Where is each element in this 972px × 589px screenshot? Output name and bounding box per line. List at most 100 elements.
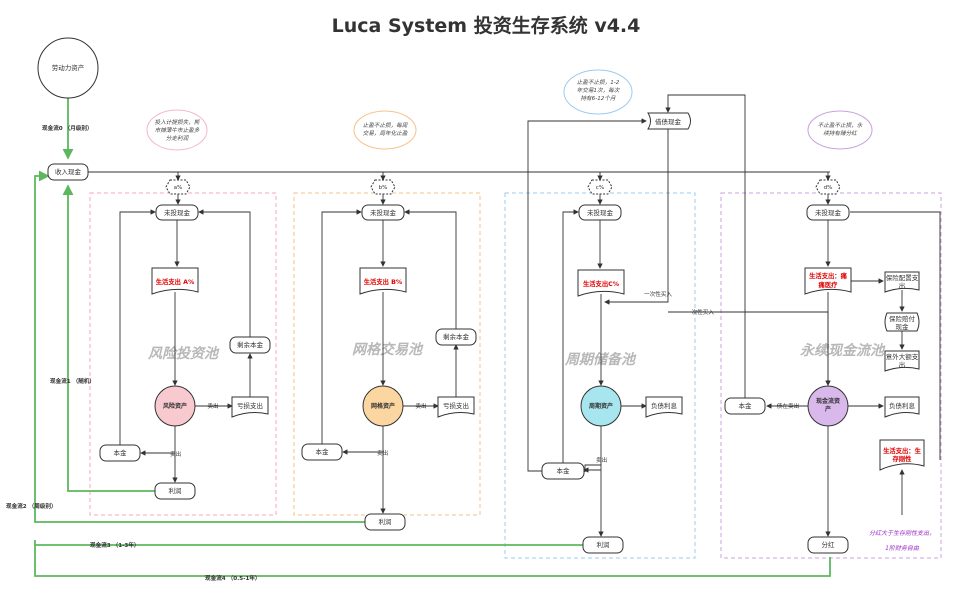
cashflow4-label: 现金流4 （0.5-1年） — [205, 574, 261, 582]
pool-risk-nodes: 未投现金 生活支出 A% 风险资产 卖出 亏损支出 剩余本金 卖出 本金 利润 — [99, 194, 271, 500]
svg-text:市摊薄牛市止盈多: 市摊薄牛市止盈多 — [155, 127, 200, 134]
svg-text:生活支出C%: 生活支出C% — [583, 279, 620, 288]
svg-text:生活支出：痛: 生活支出：痛 — [809, 271, 847, 280]
dividend-node — [807, 536, 849, 554]
svg-text:一次性买入: 一次性买入 — [686, 308, 714, 316]
svg-text:负债利息: 负债利息 — [889, 401, 916, 410]
svg-text:卖出: 卖出 — [377, 449, 388, 457]
svg-text:亏损支出: 亏损支出 — [443, 401, 469, 410]
expense-node-grid — [359, 267, 407, 295]
svg-text:利润: 利润 — [597, 540, 610, 549]
pool-name-grid: 网格交易池 — [352, 341, 424, 358]
cashflow2-label: 现金流2 （周级别） — [6, 502, 57, 510]
svg-text:年交易1次，每次: 年交易1次，每次 — [577, 87, 621, 94]
loss-node-risk — [231, 396, 269, 418]
labor-asset-label: 劳动力资产 — [52, 63, 85, 72]
note-cloud-cycle: 止盈不止损，1-2 年交易1次，每次 持有6-12个月 — [563, 69, 633, 115]
svg-text:止盈不止损，每周: 止盈不止损，每周 — [363, 122, 409, 129]
svg-text:剩余本金: 剩余本金 — [237, 340, 264, 349]
svg-text:利润: 利润 — [169, 486, 182, 495]
income-cash-node — [47, 163, 89, 181]
svg-text:未投现金: 未投现金 — [815, 208, 842, 217]
profit-node-cycle — [582, 536, 624, 554]
svg-text:亏损支出: 亏损支出 — [237, 401, 263, 410]
svg-text:出: 出 — [899, 281, 906, 290]
svg-text:利润: 利润 — [379, 517, 392, 526]
svg-text:卖出: 卖出 — [415, 402, 426, 410]
pct-label-perpetual: d% — [824, 185, 833, 191]
loss-node-grid — [437, 396, 475, 418]
svg-text:意外大额支: 意外大额支 — [886, 352, 919, 361]
cashflow4-line — [34, 540, 831, 577]
accident-expense-node — [884, 350, 920, 372]
pct-node-perpetual — [815, 179, 841, 195]
expense-node-risk — [151, 267, 199, 295]
svg-text:一次性买入: 一次性买入 — [644, 290, 672, 298]
pool-name-cycle: 周期储备池 — [564, 351, 637, 368]
svg-text:本金: 本金 — [114, 448, 128, 457]
svg-text:产: 产 — [825, 405, 831, 413]
svg-text:止盈不止损，1-2: 止盈不止损，1-2 — [577, 79, 620, 86]
insurance-payout-node — [884, 312, 920, 332]
note-cloud-risk: 投入计提损失，熊 市摊薄牛市止盈多 分走利润 — [146, 109, 208, 151]
svg-text:卖出: 卖出 — [596, 456, 607, 464]
debt-cash-node — [647, 112, 691, 130]
svg-text:负债利息: 负债利息 — [651, 401, 678, 410]
profit-node-grid — [364, 513, 406, 531]
cashflow1-line — [62, 184, 155, 492]
svg-text:出: 出 — [899, 360, 906, 369]
svg-text:生活支出 A%: 生活支出 A% — [156, 277, 195, 286]
svg-text:存刚性: 存刚性 — [893, 454, 913, 463]
svg-text:保险赔付: 保险赔付 — [889, 314, 916, 323]
svg-text:现金: 现金 — [896, 322, 910, 331]
pct-node-cycle — [587, 179, 613, 195]
pct-label-grid: b% — [379, 185, 388, 191]
income-cash-label: 收入现金 — [55, 167, 82, 176]
labor-asset-node — [37, 37, 99, 99]
svg-text:债在卖出: 债在卖出 — [777, 402, 799, 410]
pool-cycle-nodes: 未投现金 生活支出C% 周期资产 负债利息 卖出 本金 利润 — [527, 118, 683, 554]
svg-text:风险资产: 风险资产 — [163, 402, 187, 410]
svg-text:保险配置支: 保险配置支 — [886, 273, 919, 282]
svg-text:续持有赚分红: 续持有赚分红 — [823, 130, 858, 137]
debt-interest-node-cycle — [645, 396, 683, 418]
svg-text:持有6-12个月: 持有6-12个月 — [580, 95, 615, 102]
svg-text:痛医疗: 痛医疗 — [819, 280, 839, 289]
svg-text:借债现金: 借债现金 — [655, 117, 682, 126]
profit-node-risk — [154, 482, 196, 500]
svg-text:本金: 本金 — [316, 447, 330, 456]
svg-text:生活支出 B%: 生活支出 B% — [364, 277, 403, 286]
svg-text:生活支出：生: 生活支出：生 — [883, 446, 921, 455]
note-cloud-grid: 止盈不止损，每周 交易，周年化止盈 — [353, 110, 417, 150]
svg-text:投入计提损失，熊: 投入计提损失，熊 — [155, 119, 201, 126]
svg-text:剩余本金: 剩余本金 — [443, 332, 470, 341]
dividend-note-line2: 1阶财务自由 — [885, 544, 920, 552]
pct-label-risk: a% — [174, 185, 183, 191]
svg-text:未投现金: 未投现金 — [587, 208, 614, 217]
pct-label-cycle: c% — [596, 185, 604, 191]
pool-perpetual-nodes: 未投现金 生活支出：痛 痛医疗 保险配置支 出 保险赔付 现金 意外大额支 出 … — [724, 194, 941, 554]
svg-text:卖出: 卖出 — [207, 402, 218, 410]
pct-node-grid — [370, 179, 396, 195]
survival-expense-node — [879, 439, 925, 471]
pct-node-risk — [165, 179, 191, 195]
svg-text:未投现金: 未投现金 — [370, 208, 397, 217]
svg-text:交易，周年化止盈: 交易，周年化止盈 — [363, 130, 408, 137]
pool-grid-nodes: 未投现金 生活支出 B% 网格资产 卖出 亏损支出 剩余本金 卖出 本金 利润 — [301, 194, 477, 531]
cashflow2-line — [34, 170, 365, 523]
note-cloud-perpetual: 不止盈不止损，永 续持有赚分红 — [807, 110, 873, 150]
dividend-note-line1: 分红大于生存刚性支出， — [869, 529, 935, 537]
svg-text:周期资产: 周期资产 — [589, 402, 613, 410]
page-title: Luca System 投资生存系统 v4.4 — [332, 14, 641, 37]
cashflow1-label: 现金流1 （随机） — [50, 377, 95, 385]
svg-text:未投现金: 未投现金 — [164, 208, 191, 217]
expense-node-cycle — [577, 269, 625, 297]
svg-text:不止盈不止损，永: 不止盈不止损，永 — [818, 122, 863, 129]
svg-text:本金: 本金 — [557, 466, 571, 475]
cashflow3-label: 现金流3 （1-3年） — [90, 541, 140, 549]
svg-text:分走利润: 分走利润 — [166, 135, 190, 142]
svg-text:卖出: 卖出 — [170, 450, 181, 458]
pool-name-risk: 风险投资池 — [148, 345, 220, 362]
